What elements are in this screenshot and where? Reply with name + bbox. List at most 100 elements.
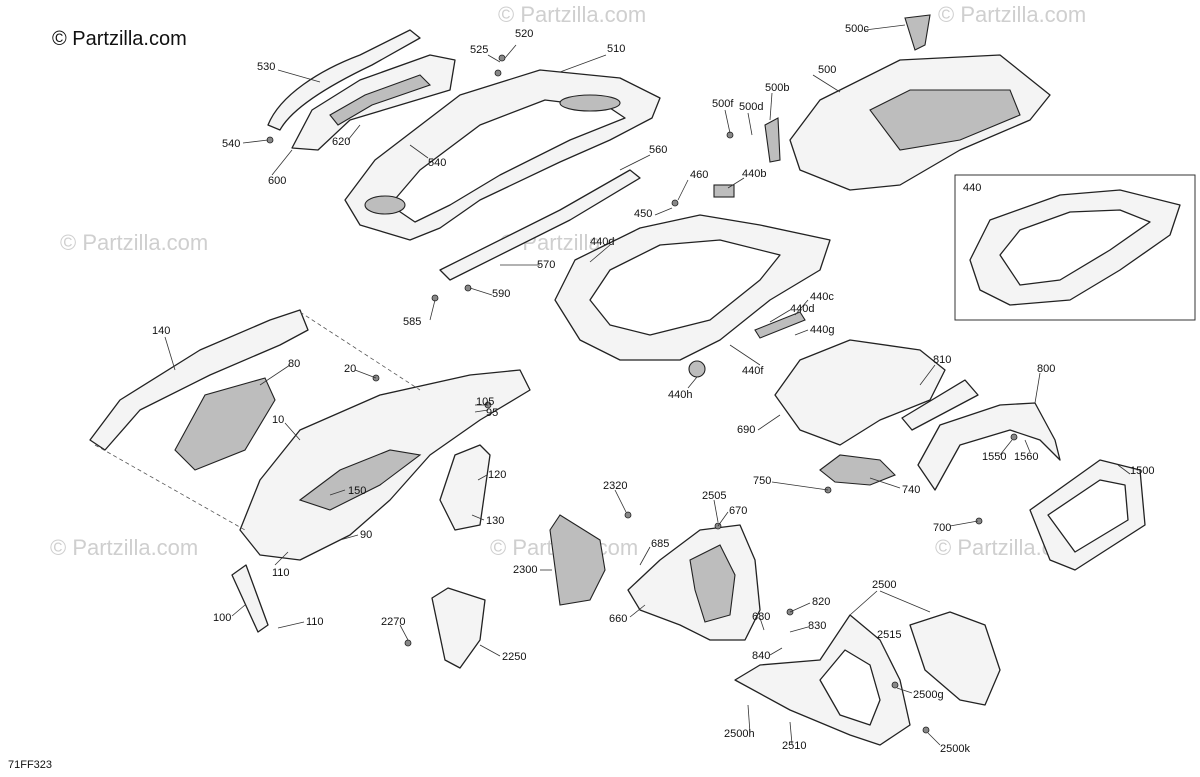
fastener — [922, 726, 930, 734]
watermark: © Partzilla.com — [938, 2, 1086, 27]
callout-500: 500 — [818, 64, 836, 76]
callout-690: 690 — [737, 424, 755, 436]
callout-510: 510 — [607, 43, 625, 55]
callout-840: 840 — [752, 650, 770, 662]
guide-line — [299, 311, 421, 391]
callout-525: 525 — [470, 44, 488, 56]
callout-120: 120 — [488, 469, 506, 481]
callout-2270: 2270 — [381, 616, 405, 628]
callout-590: 590 — [492, 288, 510, 300]
leader-lines — [164, 24, 1131, 746]
part-530-trim-strip — [267, 29, 421, 131]
callout-450: 450 — [634, 208, 652, 220]
callout-750: 750 — [753, 475, 771, 487]
callout-500d: 500d — [739, 101, 763, 113]
part-690-console — [774, 339, 946, 446]
callout-105: 105 — [476, 396, 494, 408]
part-2250-duct — [431, 587, 486, 669]
callout-500c: 500c — [845, 23, 869, 35]
part-440-inset-floor — [999, 209, 1151, 286]
callout-20: 20 — [344, 363, 356, 375]
callout-820: 820 — [812, 596, 830, 608]
callout-90: 90 — [360, 529, 372, 541]
part-510-pad — [364, 195, 406, 215]
callout-600: 600 — [268, 175, 286, 187]
callout-100: 100 — [213, 612, 231, 624]
callout-440h: 440h — [668, 389, 692, 401]
callout-810: 810 — [933, 354, 951, 366]
fastener — [671, 199, 679, 207]
callout-130: 130 — [486, 515, 504, 527]
callout-2300: 2300 — [513, 564, 537, 576]
part-440b-pad — [713, 184, 735, 198]
watermark: © Partzilla.com — [498, 2, 646, 27]
part-500b-latch — [764, 117, 781, 163]
part-510-pad — [559, 94, 621, 112]
callout-440f: 440f — [742, 365, 764, 377]
part-510-frame-inner — [389, 99, 626, 223]
part-440h-grommet — [688, 360, 706, 378]
part-120-side-panel — [439, 444, 491, 531]
callout-700: 700 — [933, 522, 951, 534]
guide-line — [94, 444, 246, 531]
watermark: © Partzilla.com — [60, 230, 208, 255]
callout-2515: 2515 — [877, 629, 901, 641]
callout-540b: 540 — [428, 157, 446, 169]
part-800-cover — [917, 402, 1061, 491]
part-2300-duct — [549, 514, 606, 606]
callout-685: 685 — [651, 538, 669, 550]
callout-2500k: 2500k — [940, 743, 970, 755]
callout-570: 570 — [537, 259, 555, 271]
callout-440b: 440b — [742, 168, 766, 180]
part-810-strip — [901, 379, 979, 431]
part-140-dash-top — [89, 309, 309, 451]
watermark: © Partzilla.com — [50, 535, 198, 560]
callout-10: 10 — [272, 414, 284, 426]
callout-2510: 2510 — [782, 740, 806, 752]
callout-1560: 1560 — [1014, 451, 1038, 463]
callout-500b: 500b — [765, 82, 789, 94]
callout-2500h: 2500h — [724, 728, 755, 740]
part-660-detail — [689, 544, 736, 623]
part-600-detail — [329, 74, 432, 126]
callout-740: 740 — [902, 484, 920, 496]
fastener — [404, 639, 412, 647]
callout-800: 800 — [1037, 363, 1055, 375]
callout-560: 560 — [649, 144, 667, 156]
part-1500-bezel-window — [1047, 479, 1129, 553]
callout-440g: 440g — [810, 324, 834, 336]
fastener — [498, 54, 506, 62]
fastener — [624, 511, 632, 519]
fastener — [1010, 433, 1018, 441]
callout-110-b: 110 — [306, 616, 324, 628]
callout-2505: 2505 — [702, 490, 726, 502]
part-500-recess — [869, 89, 1021, 151]
callout-2500g: 2500g — [913, 689, 944, 701]
callout-585: 585 — [403, 316, 421, 328]
callout-530: 530 — [257, 61, 275, 73]
callout-80: 80 — [288, 358, 300, 370]
part-2500-lid — [909, 611, 1001, 706]
part-740-insert — [819, 454, 896, 486]
callout-520: 520 — [515, 28, 533, 40]
part-440c-strip — [754, 311, 806, 339]
callout-2250: 2250 — [502, 651, 526, 663]
callout-1550: 1550 — [982, 451, 1006, 463]
callout-110: 110 — [272, 567, 290, 579]
callout-labels: 540 530 525 520 510 620 540 600 560 570 … — [152, 23, 1154, 755]
callout-440c: 440c — [810, 291, 834, 303]
brand-watermark: © Partzilla.com — [52, 28, 187, 50]
fastener — [891, 681, 899, 689]
callout-680: 680 — [752, 611, 770, 623]
callout-830: 830 — [808, 620, 826, 632]
part-100-bracket — [231, 564, 269, 633]
callout-1500: 1500 — [1130, 465, 1154, 477]
figure-id: 71FF323 — [8, 759, 52, 771]
callout-460: 460 — [690, 169, 708, 181]
callout-500f: 500f — [712, 98, 734, 110]
part-440-tub-floor — [589, 239, 781, 336]
callout-2320: 2320 — [603, 480, 627, 492]
part-560-bar — [439, 169, 641, 281]
part-2500-inner — [819, 649, 881, 726]
callout-140: 140 — [152, 325, 170, 337]
